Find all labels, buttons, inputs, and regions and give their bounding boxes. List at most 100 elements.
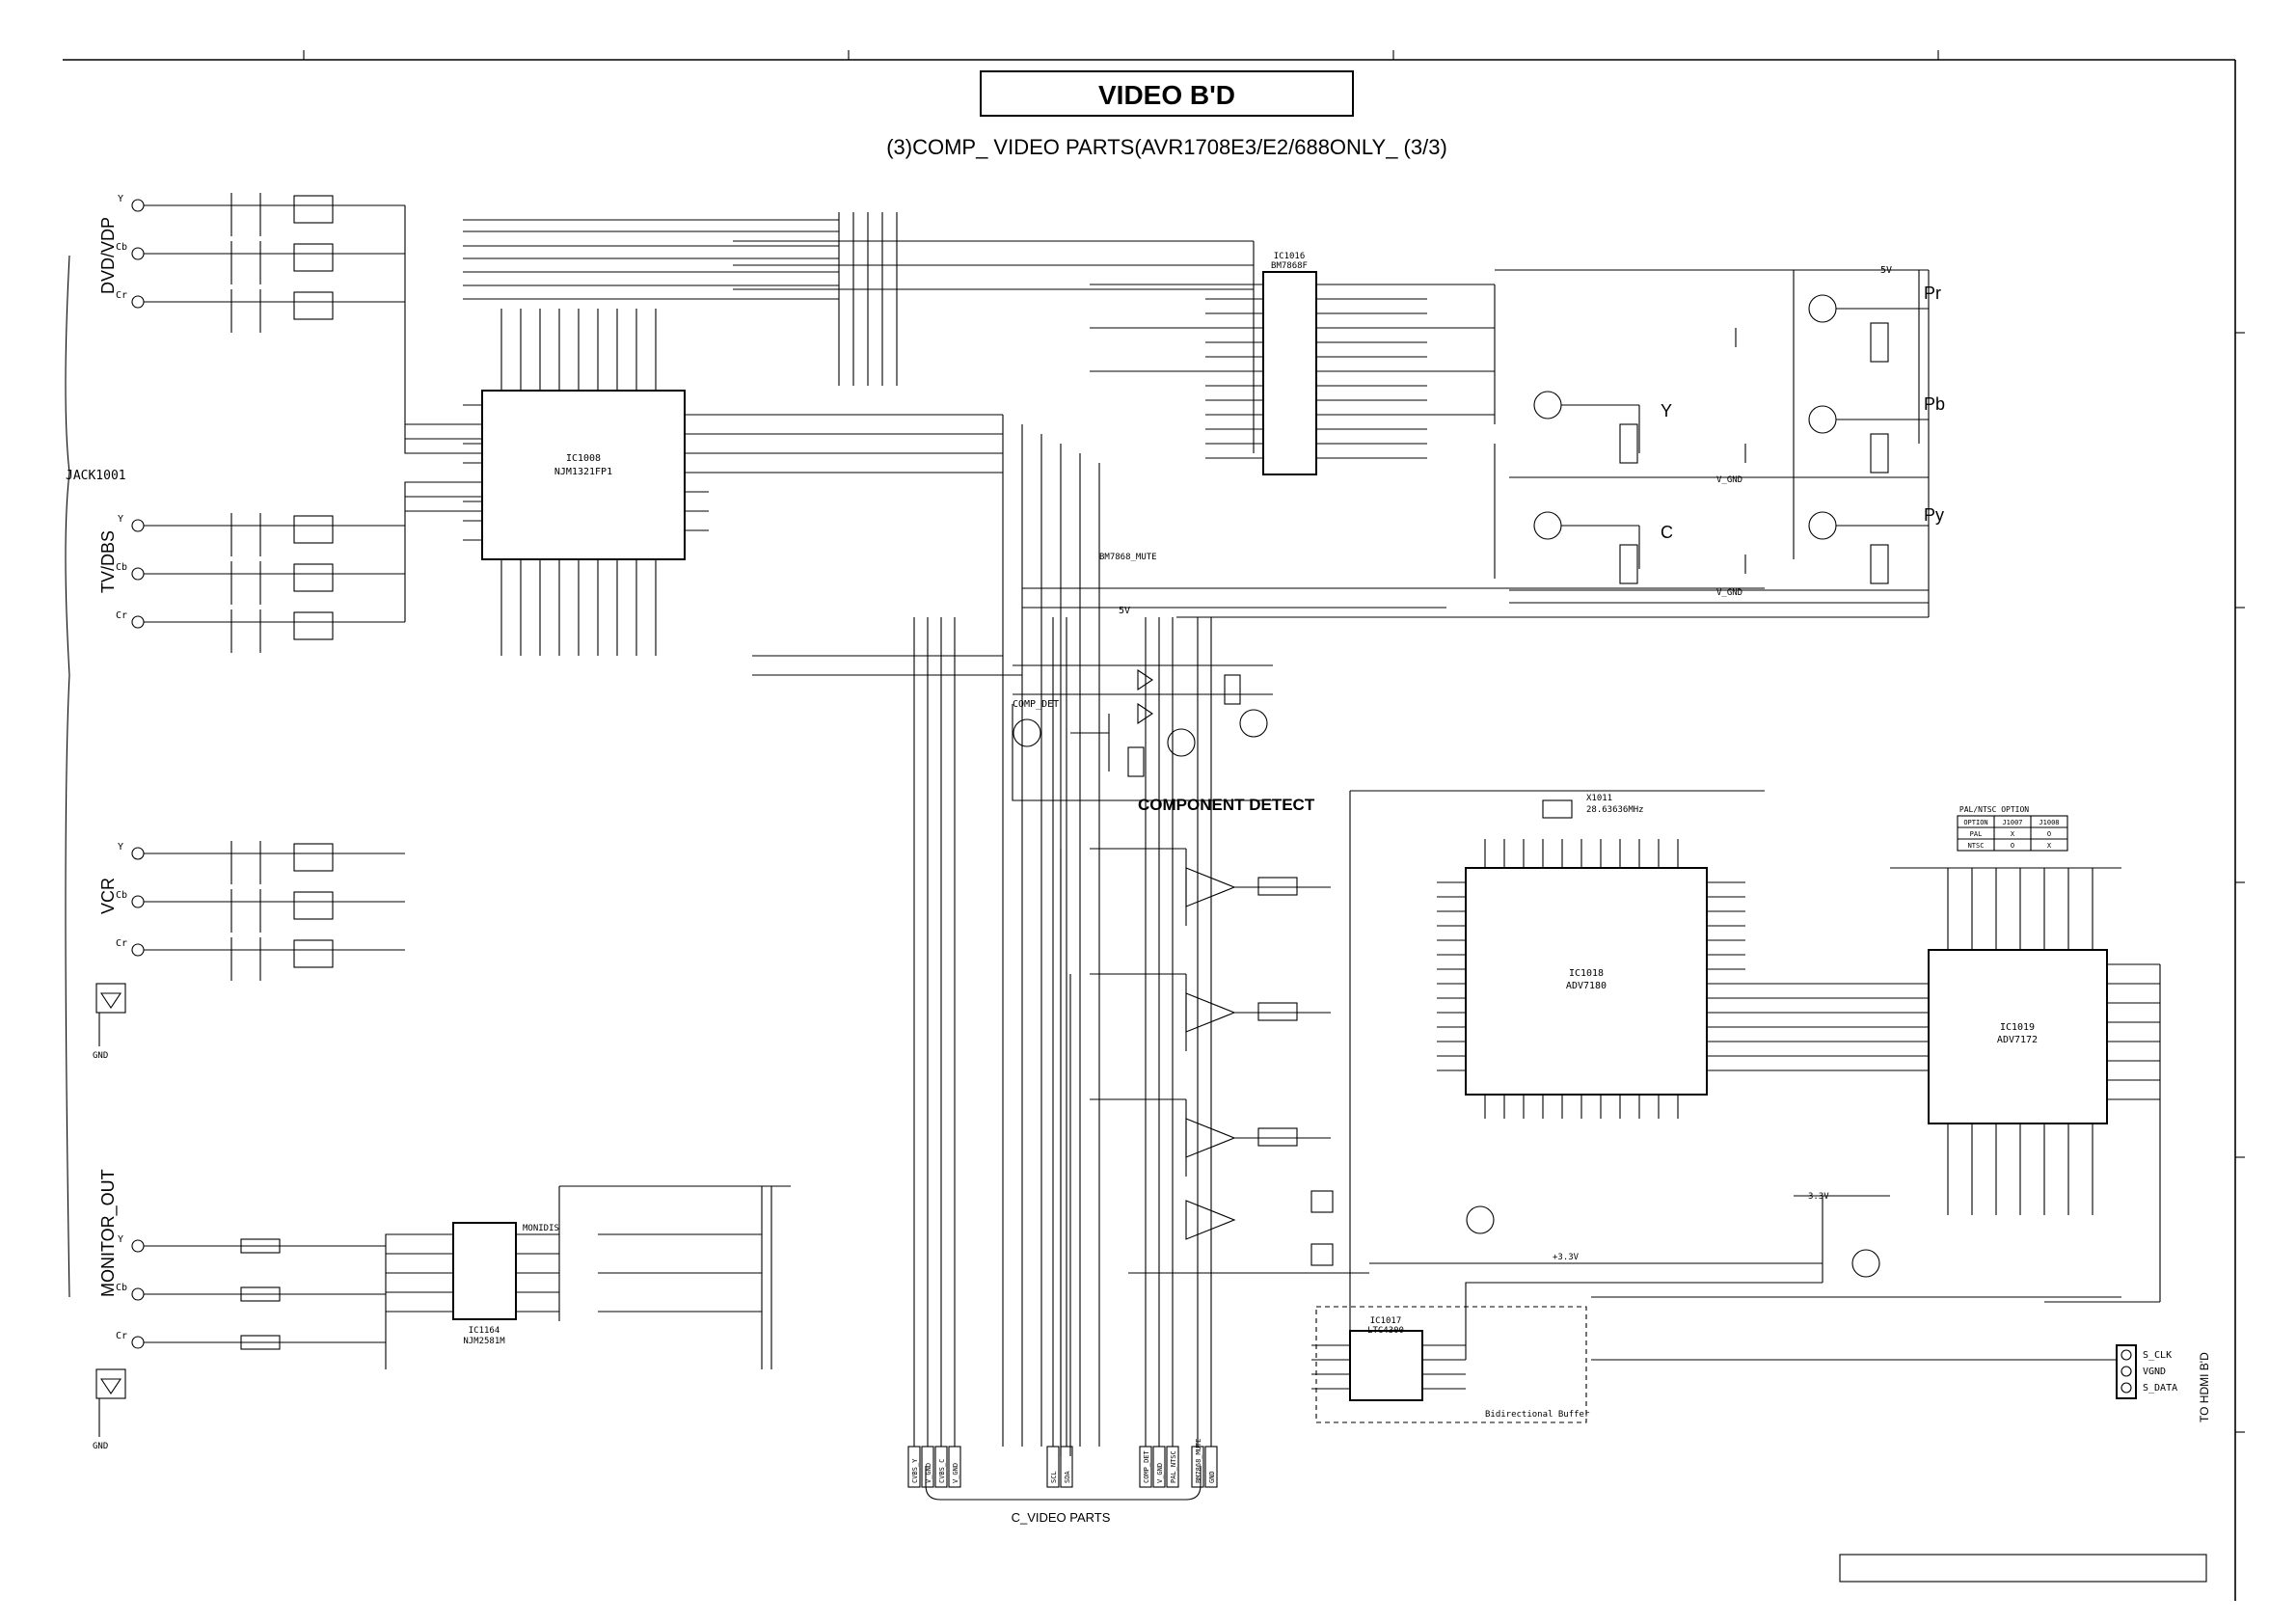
output-label-pr: Pr: [1924, 284, 1941, 303]
comp-det-label: COMP_DET: [1013, 699, 1059, 710]
crystal-ref: X1011: [1586, 794, 1612, 803]
rail-5v-mid: 5V: [1119, 606, 1130, 616]
c-video-parts-label: C_VIDEO PARTS: [1012, 1510, 1111, 1525]
svg-text:Cr: Cr: [116, 1331, 127, 1341]
svg-text:O: O: [2047, 830, 2051, 838]
page-title: VIDEO B'D: [1098, 80, 1235, 110]
svg-text:Y: Y: [118, 842, 123, 853]
crystal-value: 28.63636MHz: [1586, 805, 1644, 815]
output-label-c: C: [1661, 523, 1673, 542]
ic1008: IC1008 NJM1321FP1: [463, 309, 709, 656]
svg-text:IC1164: IC1164: [469, 1326, 500, 1336]
svg-text:Cb: Cb: [116, 1283, 127, 1293]
component-detect-circuit: [1012, 664, 1273, 801]
svg-text:NJM1321FP1: NJM1321FP1: [554, 467, 612, 477]
rail-33v: 3.3V: [1808, 1192, 1829, 1202]
svg-text:Y: Y: [118, 1234, 123, 1245]
option-table: PAL/NTSC OPTION OPTION J1007 J1008 PAL X…: [1957, 805, 2068, 852]
bottom-connector-label: V_GND: [925, 1463, 932, 1483]
svg-text:PAL/NTSC OPTION: PAL/NTSC OPTION: [1959, 805, 2029, 814]
svg-text:S_DATA: S_DATA: [2143, 1383, 2177, 1394]
jack-column: JACK1001 DVD/VDP Y Cb Cr TV/DBS Y Cb Cr …: [65, 194, 145, 1451]
svg-text:X: X: [2047, 842, 2052, 850]
svg-text:Cb: Cb: [116, 242, 127, 253]
jack-tvdbs: Y Cb Cr: [116, 514, 145, 629]
bottom-connector-label: GND: [1208, 1471, 1216, 1483]
svg-text:Cb: Cb: [116, 890, 127, 901]
c-video-connectors: C_VIDEO PARTS CVBS_Y V_GND CVBS_C V_GND SCL S…: [907, 617, 1218, 1525]
title-box: [980, 70, 1354, 117]
mute-label: BM7868_MUTE: [1099, 553, 1157, 562]
bottom-connector-label: PAL_NTSC: [1170, 1450, 1177, 1483]
title-block: [1839, 1554, 2207, 1583]
svg-text:Y: Y: [118, 194, 123, 204]
ic1018: IC1018 ADV7180: [1349, 790, 1929, 1350]
svg-text:IC1018: IC1018: [1569, 968, 1604, 979]
rail-43v: +3.3V: [1553, 1253, 1580, 1262]
svg-text:OPTION: OPTION: [1963, 819, 1987, 826]
to-hdmi-label: TO HDMI B'D: [2198, 1352, 2211, 1422]
svg-text:IC1016: IC1016: [1274, 252, 1306, 261]
jack-connector-label: JACK1001: [66, 469, 126, 483]
ic1019: IC1019 ADV7172: [1890, 867, 2161, 1303]
svg-text:IC1017: IC1017: [1370, 1316, 1402, 1326]
svg-text:IC1019: IC1019: [2000, 1022, 2035, 1033]
bottom-connector-label: V_GND: [1156, 1463, 1164, 1483]
input-label-dvd: DVD/VDP: [98, 217, 118, 294]
svg-text:Cr: Cr: [116, 610, 127, 621]
rail-vgnd-2: V_GND: [1716, 588, 1742, 598]
svg-text:VGND: VGND: [2143, 1367, 2166, 1377]
svg-text:PAL: PAL: [1970, 830, 1983, 838]
bottom-connector-label: CVBS_Y: [911, 1458, 919, 1483]
input-label-monitor: MONITOR_OUT: [98, 1169, 119, 1297]
input-label-vcr: VCR: [98, 878, 118, 914]
opamp-stages: [1060, 848, 1331, 1456]
svg-text:NTSC: NTSC: [1968, 842, 1985, 850]
component-detect-label: COMPONENT DETECT: [1138, 796, 1315, 814]
output-label-py: Py: [1924, 505, 1944, 525]
svg-text:Y: Y: [118, 514, 123, 525]
input-networks: [144, 193, 482, 981]
svg-text:Bidirectional Buffer: Bidirectional Buffer: [1485, 1410, 1590, 1420]
svg-text:Cr: Cr: [116, 938, 127, 949]
svg-text:J1008: J1008: [2039, 819, 2059, 826]
bottom-connector-label: CVBS_C: [938, 1459, 946, 1483]
bottom-connector-label: COMP_DET: [1143, 1449, 1150, 1483]
svg-text:ADV7172: ADV7172: [1997, 1035, 2038, 1045]
gnd-label-1: GND: [93, 1051, 108, 1061]
monidis-label: MONIDIS: [523, 1224, 559, 1233]
jack-dvd: Y Cb Cr: [116, 194, 145, 309]
svg-text:Cb: Cb: [116, 562, 127, 573]
bottom-connector-label: V_GND: [952, 1463, 959, 1483]
clamp-diodes: [95, 983, 126, 1437]
rail-5v-top: 5V: [1880, 265, 1892, 276]
svg-text:IC1008: IC1008: [566, 453, 601, 464]
svg-text:NJM2581M: NJM2581M: [463, 1337, 505, 1346]
svg-text:BM7868F: BM7868F: [1271, 261, 1308, 271]
svg-text:ADV7180: ADV7180: [1566, 981, 1607, 991]
regulator-circuit: [1128, 1190, 1890, 1284]
bottom-connector-label: SDA: [1064, 1471, 1071, 1483]
output-label-pb: Pb: [1924, 394, 1945, 414]
page-subtitle: (3)COMP_ VIDEO PARTS(AVR1708E3/E2/688ONL…: [886, 135, 1447, 159]
output-stages: [1176, 269, 1930, 618]
hdmi-connector: S_CLK VGND S_DATA TO HDMI B'D: [2116, 1344, 2211, 1422]
ic1164: IC1164 NJM2581M: [144, 1185, 791, 1369]
rail-vgnd-1: V_GND: [1716, 475, 1742, 485]
bottom-connector-label: BM7868_MUTE: [1195, 1439, 1202, 1483]
svg-text:S_CLK: S_CLK: [2143, 1350, 2172, 1361]
bottom-connector-label: SCL: [1050, 1471, 1058, 1483]
svg-text:O: O: [2011, 842, 2014, 850]
ic1017: IC1017 LTC4300 Bidirectional Buffer: [1311, 1282, 2121, 1423]
svg-text:Cr: Cr: [116, 290, 127, 301]
output-label-y: Y: [1661, 401, 1672, 420]
gnd-label-2: GND: [93, 1442, 108, 1451]
page-frame: [63, 50, 2245, 1601]
input-label-tvdbs: TV/DBS: [98, 530, 118, 593]
svg-text:X: X: [2011, 830, 2015, 838]
ic1016: IC1016 BM7868F: [1090, 252, 1495, 475]
svg-text:J1007: J1007: [2002, 819, 2022, 826]
jack-vcr: Y Cb Cr: [116, 842, 145, 957]
svg-text:LTC4300: LTC4300: [1367, 1326, 1404, 1336]
